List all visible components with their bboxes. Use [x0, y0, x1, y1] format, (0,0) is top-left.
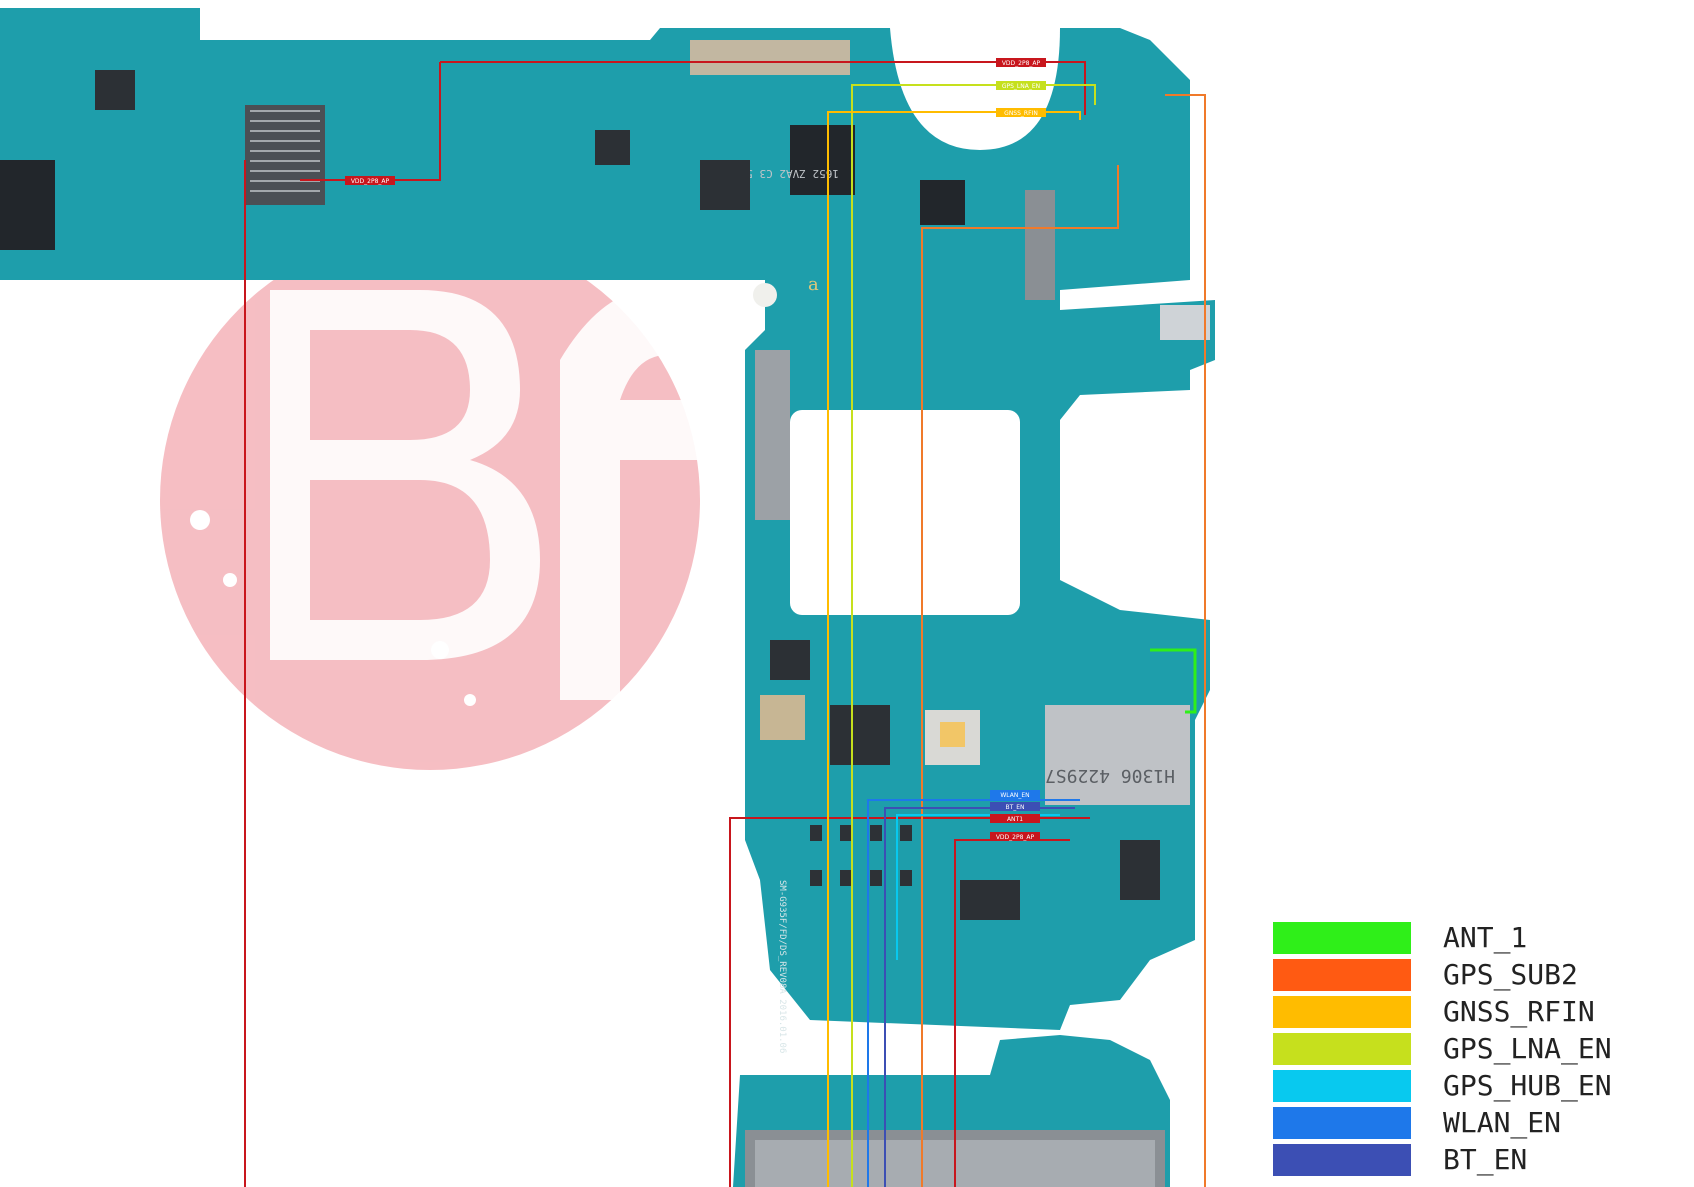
legend-swatch-gnss-rfin — [1273, 996, 1411, 1028]
net-label-3: VDD_2P8_AP — [351, 178, 390, 185]
legend-label-bt-en: BT_EN — [1443, 1143, 1528, 1176]
legend-item-gps-lna-en: GPS_LNA_EN — [1273, 1031, 1673, 1065]
chip-marking-top: 1652 ZVA2 C3 552 — [733, 167, 839, 180]
net-label-7-bg — [990, 832, 1040, 841]
net-label-1-bg — [996, 81, 1046, 90]
legend-label-gps-lna-en: GPS_LNA_EN — [1443, 1032, 1612, 1065]
trace-ant-1 — [1150, 648, 1197, 714]
trace-gps-lna-en — [851, 84, 1096, 1187]
board-logo-letter: a — [808, 274, 819, 295]
legend-swatch-gps-sub2 — [1273, 959, 1411, 991]
trace-gps-sub2-b — [921, 165, 1119, 1187]
legend-item-wlan-en: WLAN_EN — [1273, 1105, 1673, 1139]
legend-label-wlan-en: WLAN_EN — [1443, 1106, 1562, 1139]
components: 1652 ZVA2 C3 552 H1306 4229S7 SM-G935F/F… — [0, 40, 1210, 1053]
legend-swatch-gps-hub-en — [1273, 1070, 1411, 1102]
net-label-6: ANT1 — [1007, 816, 1023, 823]
legend-item-ant-1: ANT_1 — [1273, 920, 1673, 954]
trace-wlan-en — [867, 799, 1080, 1187]
net-label-6-bg — [990, 814, 1040, 823]
trace-vdd-2p8-ap-bottom — [729, 817, 1090, 1187]
legend-item-gps-sub2: GPS_SUB2 — [1273, 957, 1673, 991]
net-label-2: GNSS_RFIN — [1004, 110, 1038, 117]
silkscreen-text: SM-G935F/FD/DS_REV08A 2016.01.06 — [777, 880, 787, 1053]
legend-item-gnss-rfin: GNSS_RFIN — [1273, 994, 1673, 1028]
legend-label-gps-hub-en: GPS_HUB_EN — [1443, 1069, 1612, 1102]
legend-item-gps-hub-en: GPS_HUB_EN — [1273, 1068, 1673, 1102]
legend-item-bt-en: BT_EN — [1273, 1142, 1673, 1176]
legend-swatch-bt-en — [1273, 1144, 1411, 1176]
trace-gps-sub2-a — [1165, 94, 1206, 1187]
net-label-5-bg — [990, 802, 1040, 811]
net-label-0-bg — [996, 58, 1046, 67]
chip-marking-bottom: H1306 4229S7 — [1045, 765, 1175, 786]
net-label-5: BT_EN — [1005, 804, 1024, 811]
net-label-3-bg — [345, 176, 395, 185]
legend-swatch-wlan-en — [1273, 1107, 1411, 1139]
net-label-1: GPS_LNA_EN — [1002, 83, 1040, 90]
legend-swatch-ant-1 — [1273, 922, 1411, 954]
watermark-logo — [160, 230, 700, 770]
trace-vdd-2p8-ap-top — [440, 61, 1086, 115]
net-label-4-bg — [990, 790, 1040, 799]
trace-gnss-rfin — [827, 111, 1081, 1187]
legend-swatch-gps-lna-en — [1273, 1033, 1411, 1065]
legend-label-ant-1: ANT_1 — [1443, 921, 1528, 954]
legend-label-gps-sub2: GPS_SUB2 — [1443, 958, 1578, 991]
net-label-0: VDD_2P8_AP — [1002, 60, 1041, 67]
legend-label-gnss-rfin: GNSS_RFIN — [1443, 995, 1595, 1028]
net-labels: VDD_2P8_AP GPS_LNA_EN GNSS_RFIN VDD_2P8_… — [345, 58, 1046, 841]
net-label-4: WLAN_EN — [1000, 792, 1029, 799]
net-label-7: VDD_2P8_AP — [996, 834, 1035, 841]
net-label-2-bg — [996, 108, 1046, 117]
